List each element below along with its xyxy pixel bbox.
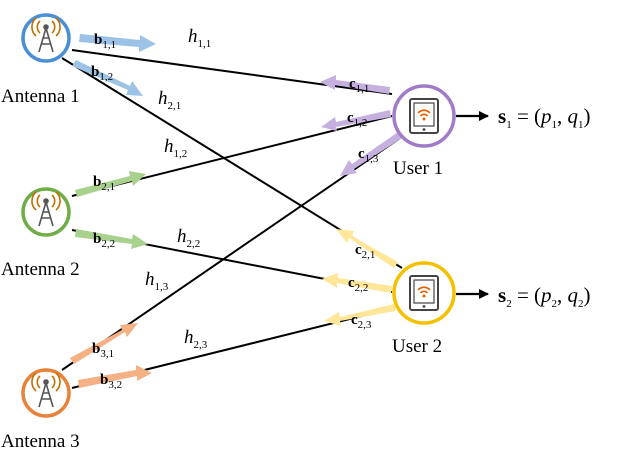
user-2-label: User 2 [392,336,442,357]
label-b-2-1: b2,1 [93,174,115,193]
arrow-b-2-2 [75,229,148,249]
arrow-c-1-3 [340,132,402,176]
user-2-circle [392,261,456,325]
label-c-2-1: c2,1 [355,242,375,261]
arrow-b-1-1 [79,34,156,52]
arrow-b-1-2 [72,60,143,96]
channel-line-a1-u1 [71,49,393,95]
label-c-1-1: c1,1 [349,76,369,95]
label-b-2-2: b2,2 [93,231,115,250]
label-c-2-2: c2,2 [348,275,368,294]
arrow-b-3-2 [78,365,152,388]
label-b-1-1: b1,1 [94,32,116,51]
antenna-tower-icon [31,372,61,408]
arrow-c-2-3 [324,304,396,326]
c-arrows [320,75,402,326]
label-h-2-3: h2,3 [184,327,208,351]
user-1-output: s1 = (p1, q1) [498,104,591,131]
user-2-output: s2 = (p2, q2) [498,283,591,310]
label-h-1-2: h1,2 [164,136,187,160]
arrow-c-1-2 [321,110,391,131]
arrow-b-2-1 [75,171,146,197]
arrow-c-1-1 [320,75,390,94]
label-c-1-2: c1,2 [347,110,367,129]
tablet-wifi-icon [409,98,439,134]
arrow-c-2-2 [322,273,392,293]
user-2 [392,261,456,325]
b-arrows [70,34,156,388]
label-c-2-3: c2,3 [351,312,372,331]
label-h-2-2: h2,2 [177,226,200,250]
tablet-wifi-icon [409,275,439,311]
label-c-1-3: c1,3 [358,146,379,165]
antenna-2-label: Antenna 2 [1,259,80,280]
antenna-1-label: Antenna 1 [1,86,80,107]
antenna-tower-icon [31,191,61,227]
user-1-circle [392,84,456,148]
label-h-1-1: h1,1 [188,26,211,50]
label-b-1-2: b1,2 [91,64,113,83]
label-b-3-2: b3,2 [100,372,122,391]
user-1 [392,84,456,148]
label-h-1-3: h1,3 [145,269,169,293]
arrow-c-2-1 [336,229,398,268]
arrow-b-3-1 [70,323,138,364]
antenna-1 [21,13,71,63]
antenna-2 [21,187,71,237]
antenna-3-label: Antenna 3 [1,431,80,452]
user-1-label: User 1 [393,158,443,179]
label-h-2-1: h2,1 [158,88,181,112]
antenna-3 [21,368,71,418]
antenna-tower-icon [31,17,61,53]
label-b-3-1: b3,1 [92,341,114,360]
